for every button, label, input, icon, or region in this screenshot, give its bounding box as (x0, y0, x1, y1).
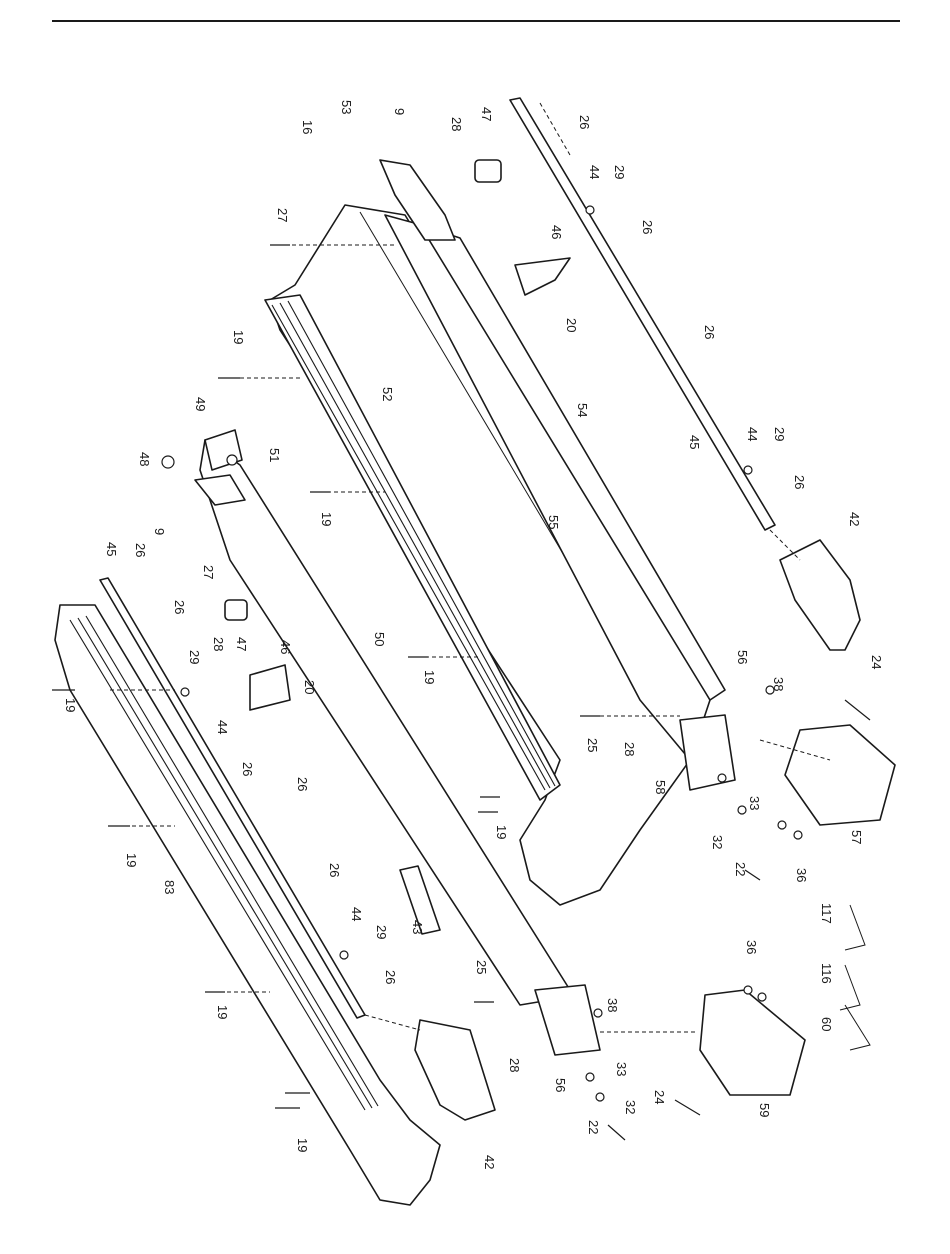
callout-9: 9 (392, 108, 407, 115)
callout-24: 24 (652, 1090, 667, 1104)
callout-52: 52 (380, 387, 395, 401)
callout-56: 56 (553, 1078, 568, 1092)
callout-22: 22 (733, 862, 748, 876)
callout-28: 28 (507, 1058, 522, 1072)
callout-44: 44 (349, 907, 364, 921)
callout-51: 51 (267, 448, 282, 462)
callout-29: 29 (612, 165, 627, 179)
callout-42: 42 (847, 512, 862, 526)
callout-26: 26 (240, 762, 255, 776)
callout-50: 50 (372, 632, 387, 646)
callout-26: 26 (577, 115, 592, 129)
callout-83: 83 (162, 880, 177, 894)
callout-26: 26 (383, 970, 398, 984)
callout-116: 116 (819, 963, 834, 984)
callout-46: 46 (278, 640, 293, 654)
callout-44: 44 (587, 165, 602, 179)
callout-56: 56 (735, 650, 750, 664)
callout-26: 26 (640, 220, 655, 234)
callout-26: 26 (133, 543, 148, 557)
callout-55: 55 (546, 515, 561, 529)
callout-36: 36 (744, 940, 759, 954)
callout-45: 45 (104, 542, 119, 556)
pivot-bracket-56-left (535, 985, 600, 1055)
callout-28: 28 (211, 637, 226, 651)
callout-19: 19 (124, 853, 139, 867)
callout-26: 26 (792, 475, 807, 489)
callout-19: 19 (63, 698, 78, 712)
callout-46: 46 (549, 225, 564, 239)
callout-54: 54 (575, 403, 590, 417)
callout-20: 20 (302, 680, 317, 694)
motor-mount-47-left (225, 600, 247, 620)
callout-27: 27 (275, 208, 290, 222)
bracket-46-left (250, 665, 290, 710)
callout-19: 19 (295, 1138, 310, 1152)
callout-33: 33 (614, 1062, 629, 1076)
end-cap-42-left (415, 1020, 495, 1120)
callout-44: 44 (745, 427, 760, 441)
callout-19: 19 (494, 825, 509, 839)
callout-47: 47 (234, 637, 249, 651)
callout-29: 29 (772, 427, 787, 441)
callout-47: 47 (479, 107, 494, 121)
callout-38: 38 (605, 998, 620, 1012)
callout-19: 19 (422, 670, 437, 684)
callout-28: 28 (622, 742, 637, 756)
callout-57: 57 (849, 830, 864, 844)
end-cap-42-right (780, 540, 860, 650)
callout-53: 53 (339, 100, 354, 114)
callout-26: 26 (295, 777, 310, 791)
callout-29: 29 (187, 650, 202, 664)
callout-32: 32 (623, 1100, 638, 1114)
callout-16: 16 (300, 120, 315, 134)
bracket-57 (785, 725, 895, 825)
callout-36: 36 (794, 868, 809, 882)
callout-22: 22 (586, 1120, 601, 1134)
pin-60 (845, 1005, 870, 1050)
callout-49: 49 (193, 397, 208, 411)
pin-116 (840, 965, 860, 1010)
callout-24: 24 (869, 655, 884, 669)
callout-28: 28 (449, 117, 464, 131)
bracket-46-right (515, 258, 570, 295)
callout-19: 19 (319, 512, 334, 526)
callout-60: 60 (819, 1017, 834, 1031)
callout-117: 117 (819, 903, 834, 924)
bracket-59 (700, 990, 805, 1095)
callout-32: 32 (710, 835, 725, 849)
callout-26: 26 (327, 863, 342, 877)
callout-27: 27 (201, 565, 216, 579)
callout-26: 26 (172, 600, 187, 614)
callout-25: 25 (585, 738, 600, 752)
callout-45: 45 (687, 435, 702, 449)
callout-44: 44 (215, 720, 230, 734)
motor-mount-47-right (475, 160, 501, 182)
pin-117 (845, 905, 865, 950)
callout-20: 20 (564, 318, 579, 332)
callout-9: 9 (152, 528, 167, 535)
callout-59: 59 (757, 1103, 772, 1117)
callout-43: 43 (410, 920, 425, 934)
callout-42: 42 (482, 1155, 497, 1169)
callout-29: 29 (374, 925, 389, 939)
callout-25: 25 (474, 960, 489, 974)
callout-19: 19 (231, 330, 246, 344)
callout-19: 19 (215, 1005, 230, 1019)
callout-26: 26 (702, 325, 717, 339)
pivot-bracket-56-right (680, 715, 735, 790)
callout-38: 38 (771, 677, 786, 691)
callout-48: 48 (137, 452, 152, 466)
callout-58: 58 (653, 780, 668, 794)
callout-33: 33 (747, 796, 762, 810)
